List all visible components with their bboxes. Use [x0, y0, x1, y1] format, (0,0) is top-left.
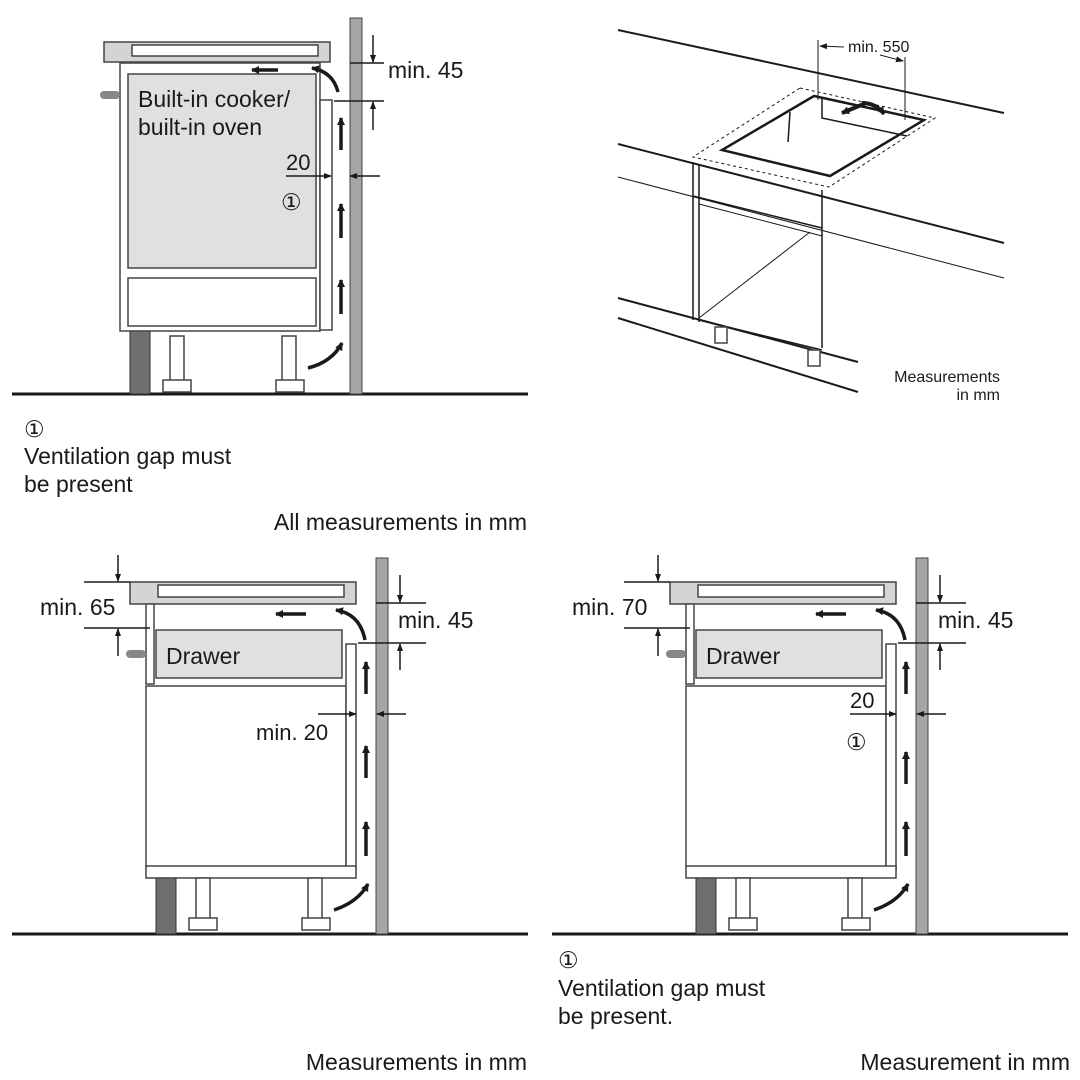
cabinet-side-panel	[885, 643, 897, 871]
note-marker: ①	[24, 416, 45, 442]
cabinet-foot	[275, 379, 305, 393]
drawer-label: Drawer	[706, 643, 780, 669]
lower-drawer	[127, 277, 317, 327]
plinth-line	[617, 317, 859, 393]
note-marker: ①	[558, 947, 579, 973]
front-panel	[685, 603, 695, 685]
cabinet-foot	[301, 917, 331, 931]
cabinet-base	[698, 319, 823, 351]
cabinet-side-panel	[345, 643, 357, 871]
dim-label-width: min. 550	[848, 39, 909, 56]
drawer-front	[155, 629, 343, 679]
cabinet-leg	[735, 877, 751, 925]
cabinet-body	[685, 685, 887, 869]
dim-arrow	[879, 54, 904, 63]
airflow-arrow	[311, 65, 340, 93]
cutout-inner-edge	[787, 111, 791, 143]
airflow-arrow	[333, 883, 370, 912]
cabinet-base	[145, 865, 357, 879]
hob-glass	[131, 44, 319, 57]
cabinet-foot	[841, 917, 871, 931]
oven-handle	[100, 91, 120, 99]
cabinet-outline	[691, 87, 937, 188]
airflow-arrow	[873, 883, 910, 912]
note-text: Ventilation gap must	[24, 443, 232, 469]
cabinet-shelf	[698, 203, 823, 237]
cabinet-foot	[728, 917, 758, 931]
hob-glass	[157, 584, 345, 598]
drawer-handle	[666, 650, 686, 658]
diagram-cooker-oven: min. 45 20 ① Built-in cooker/ built-in o…	[12, 17, 528, 396]
appliance-label: built-in oven	[138, 114, 262, 140]
caption-top-left: All measurements in mm	[274, 509, 527, 535]
note-top-left: ① Ventilation gap must be present	[24, 416, 232, 497]
note-text: Ventilation gap must	[558, 975, 766, 1001]
cabinet-interior	[698, 231, 811, 319]
note-text: be present.	[558, 1003, 673, 1029]
measurement-note: Measurements	[894, 369, 1000, 386]
cutout-inner-edge	[821, 99, 908, 137]
drawer-handle	[126, 650, 146, 658]
cabinet-foot	[162, 379, 192, 393]
plinth	[695, 877, 717, 935]
airflow-arrow	[861, 101, 886, 116]
ventilation-marker: ①	[281, 189, 302, 215]
dim-label-front: min. 70	[572, 594, 647, 620]
note-text: be present	[24, 471, 133, 497]
ventilation-marker: ①	[846, 729, 867, 755]
dim-label-front: min. 65	[40, 594, 115, 620]
cabinet-foot	[188, 917, 218, 931]
drawer-label: Drawer	[166, 643, 240, 669]
worktop-lower-edge	[617, 176, 1005, 279]
note-bottom-right: ① Ventilation gap must be present.	[558, 947, 766, 1029]
dim-label-gap: min. 20	[256, 720, 328, 745]
dim-label-top: min. 45	[388, 57, 463, 83]
dim-label-top: min. 45	[938, 607, 1013, 633]
cabinet-leg	[847, 877, 863, 925]
wall	[375, 557, 389, 935]
cabinet-leg	[169, 335, 185, 387]
wall	[349, 17, 363, 395]
measurement-note: in mm	[956, 387, 1000, 404]
cabinet-base	[685, 865, 897, 879]
wall	[915, 557, 929, 935]
cabinet-leg	[195, 877, 211, 925]
airflow-arrow	[335, 607, 367, 641]
cabinet-leg	[281, 335, 297, 387]
plinth	[129, 330, 151, 395]
hob-glass	[697, 584, 885, 598]
caption-bottom-left: Measurements in mm	[306, 1049, 527, 1075]
dim-label-gap: 20	[286, 150, 310, 175]
appliance-label: Built-in cooker/	[138, 86, 291, 112]
cabinet-foot	[714, 326, 728, 344]
diagram-drawer-min70: min. 70 min. 45 Drawer 20 ①	[552, 555, 1068, 936]
cabinet-body	[145, 685, 347, 869]
worktop-back-edge	[617, 29, 1005, 114]
cabinet-leg	[307, 877, 323, 925]
cabinet-shelf	[692, 195, 823, 229]
cabinet-foot	[807, 349, 821, 367]
airflow-arrow	[875, 607, 907, 641]
caption-bottom-right: Measurement in mm	[860, 1049, 1070, 1075]
dim-arrow	[819, 43, 845, 50]
cabinet-side-panel	[319, 99, 333, 331]
dim-label-gap: 20	[850, 688, 874, 713]
oven-front	[127, 73, 317, 269]
airflow-arrow	[307, 342, 344, 370]
diagram-drawer-min65: min. 65 min. 45 Drawer min. 20	[12, 555, 528, 936]
front-panel	[145, 603, 155, 685]
plinth	[155, 877, 177, 935]
dim-label-top: min. 45	[398, 607, 473, 633]
worktop-cutout	[718, 94, 928, 178]
diagram-worktop-cutout: min. 550 Measurements in mm	[617, 29, 1005, 404]
worktop-front-edge	[617, 143, 1005, 244]
drawer-front	[695, 629, 883, 679]
